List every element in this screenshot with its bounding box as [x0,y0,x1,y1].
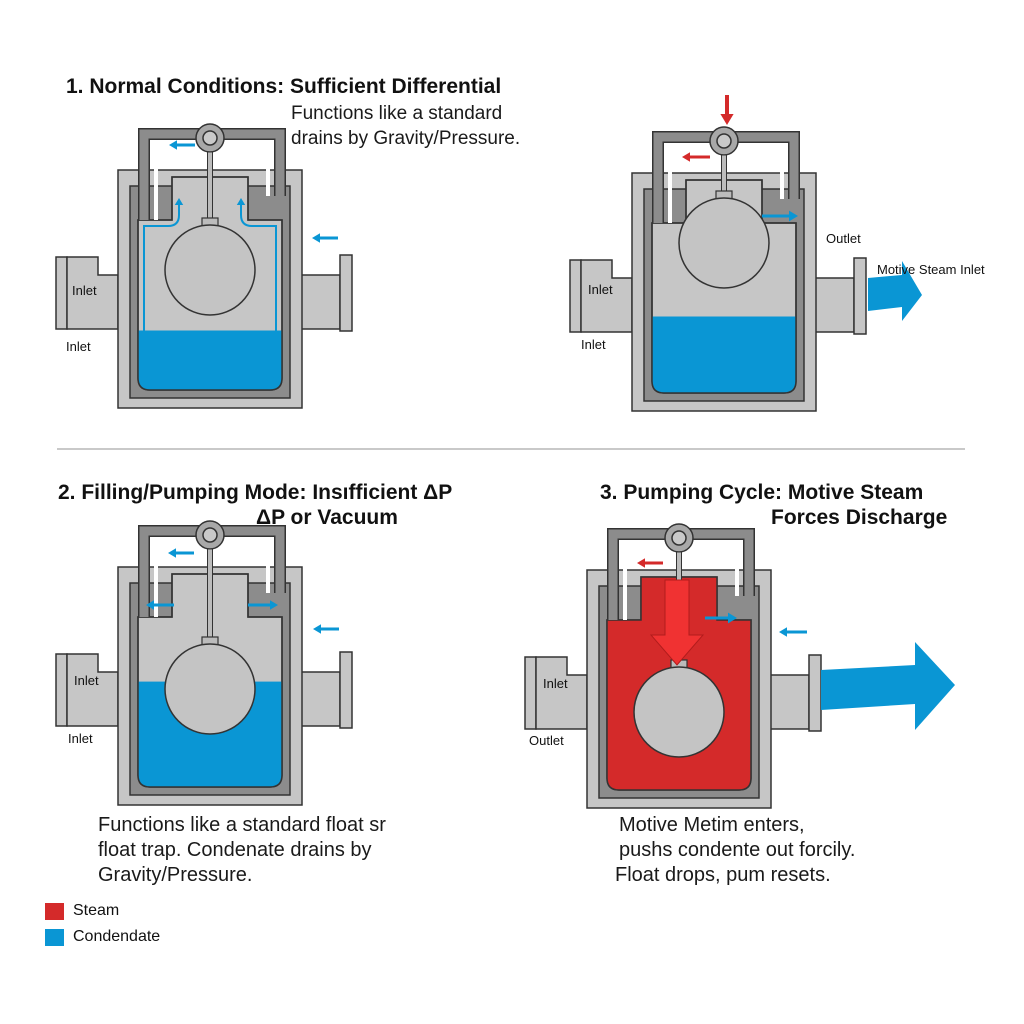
panel-2-inlet-outer-label: Inlet [68,731,93,746]
outlet-flange [339,651,353,729]
inlet-flange [55,256,68,330]
condensate-flow-arrow [139,368,149,382]
panel-2-inlet-label: Inlet [74,673,99,688]
panel-1b-motive-steam-inlet-label: Motive Steam Inlet [877,262,985,277]
condensate-flow-arrow [271,368,281,382]
condensate-flow-arrow [168,548,194,558]
panel-1-inlet-outer-label: Inlet [66,339,91,354]
panel-1-trap-diagram [55,123,353,409]
panel-3-inlet-label: Inlet [543,676,568,691]
chamber-outline [137,176,283,391]
panel-1-subtitle-line-1: Functions like a standard [291,103,503,124]
condensate-flow-arrow [313,624,339,634]
outlet-pipe [813,277,855,333]
chamber-outline [606,576,752,791]
legend-label-condensate: Condendate [73,928,161,945]
outlet-pipe [768,674,810,730]
condensate-flow-arrow [206,378,272,388]
condensate-flow-arrow [705,612,737,624]
float-lever-rod [207,548,213,638]
panel-1b-outlet-label: Outlet [826,231,861,246]
condensate-flow-arrow [174,198,184,210]
float-ball [678,197,770,289]
steam-flow-arrow [637,558,663,568]
valve-seat [716,133,732,149]
inlet-pipe [66,653,119,727]
float-ball [633,666,725,758]
legend-label-steam: Steam [73,902,120,919]
panel-2-title-line-1: 2. Filling/Pumping Mode: Insıfficient ΔP [58,481,453,504]
condensate-flow-path [143,202,180,382]
legend-swatch-steam [45,902,64,920]
legend-swatch-condensate [45,928,64,946]
valve-seat [202,527,218,543]
condensate-flow-arrow [236,198,246,210]
legend-item-condensate: Condendate [45,928,160,946]
float-lever-rod [207,151,213,219]
panel-2-caption-line-2: float trap. Condenate drains by [98,839,372,861]
panel-3-title-line-1: 3. Pumping Cycle: Motive Steam [600,481,924,504]
panel-2-caption-line-1: Functions like a standard float sr [98,814,386,836]
panel-1-inlet-label: Inlet [72,283,97,298]
condensate-flow-arrow [169,140,195,150]
discharge-arrow [821,642,955,730]
panel-1b-trap-diagram [569,95,922,412]
motive-steam-push-arrow [649,579,705,666]
inlet-flange [569,259,582,333]
chamber-outline [137,573,283,788]
outlet-flange [339,254,353,332]
condensate-fill [138,330,282,390]
condensate-flow-arrow [779,627,807,637]
discharge-arrow [868,261,922,321]
condensate-flow-arrow [146,600,174,610]
inlet-pipe [535,656,588,730]
float-lever-rod [721,154,727,192]
valve-seat [202,130,218,146]
outlet-pipe [299,274,341,330]
panel-3-outlet-label: Outlet [529,733,564,748]
panel-3-trap-diagram [524,523,955,809]
panel-1-subtitle-line-2: drains by Gravity/Pressure. [291,128,521,149]
panel-2-title-line-2: ΔP or Vacuum [256,506,398,529]
condensate-flow-arrow [762,210,798,222]
panel-3-caption-line-3: Float drops, pum resets. [615,864,831,886]
float-ball [164,643,256,735]
section-divider [57,448,965,450]
inlet-flange [55,653,68,727]
panel-1-title: 1. Normal Conditions: Sufficient Differe… [66,75,502,98]
outlet-pipe [299,671,341,727]
panel-3-caption-line-2: pushs condente out forcily. [619,839,856,861]
steam-inlet-arrow [720,95,734,125]
panel-3-title-line-2: Forces Discharge [771,506,948,529]
outlet-flange [808,654,822,732]
panel-1b-inlet-outer-label: Inlet [581,337,606,352]
panel-2-caption-line-3: Gravity/Pressure. [98,864,253,886]
panel-3-caption-line-1: Motive Metim enters, [619,814,805,836]
outlet-flange [853,257,867,335]
steam-flow-arrow [682,152,710,162]
chamber-outline [651,179,797,394]
condensate-fill [652,316,796,393]
inlet-flange [524,656,537,730]
condensate-flow-arrow [146,378,206,388]
condensate-flow-arrow [312,233,338,243]
float-ball [164,224,256,316]
panel-1b-inlet-label: Inlet [588,282,613,297]
legend-item-steam: Steam [45,902,119,920]
condensate-flow-path [240,202,277,382]
condensate-flow-arrow [248,600,278,610]
panel-2-trap-diagram [55,520,353,806]
valve-seat [671,530,687,546]
